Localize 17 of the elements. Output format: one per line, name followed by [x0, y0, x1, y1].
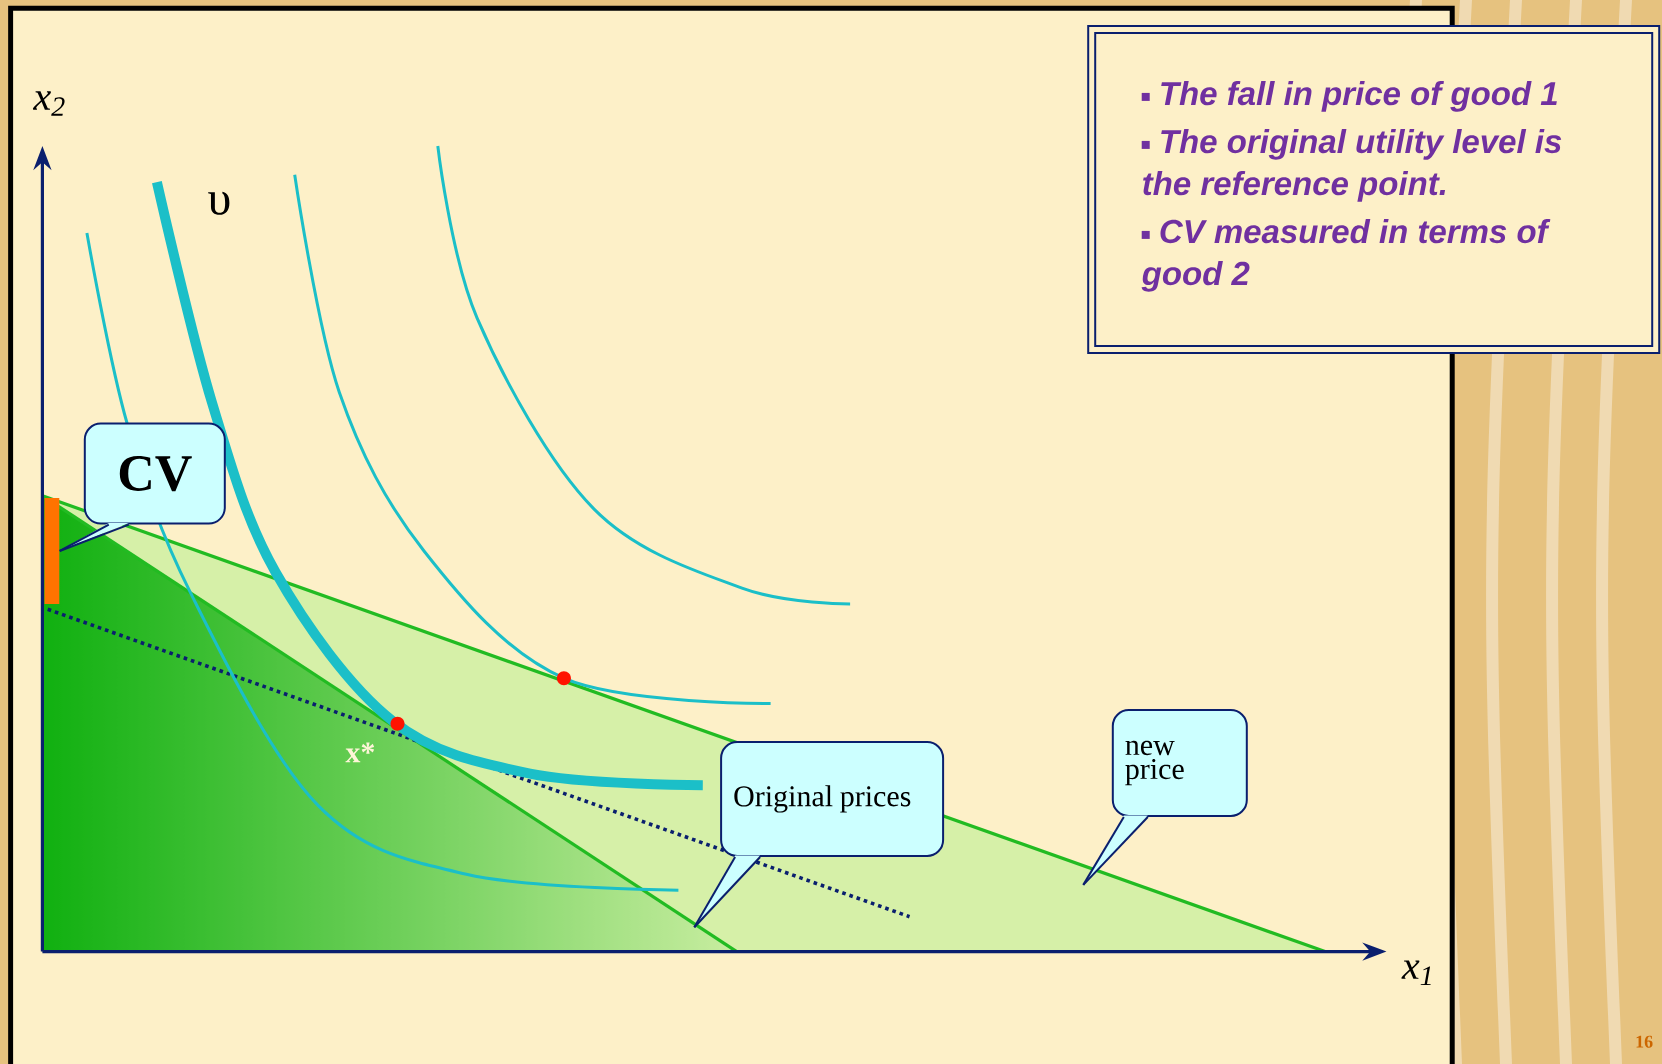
callout-box: Original prices — [720, 741, 945, 857]
leader-line — [693, 856, 737, 929]
point-label: x* — [345, 742, 375, 763]
callout-box: new price — [1111, 709, 1248, 817]
bullet-item: The original utility level is the reference point. — [1141, 129, 1562, 202]
bullet-item: CV measured in terms of good 2 — [1141, 219, 1551, 292]
curve-label: υ — [208, 191, 230, 215]
leader-line — [1082, 816, 1125, 886]
leader-line — [58, 523, 110, 552]
page-number: 16 — [1636, 1035, 1653, 1048]
callout-box: CV — [83, 422, 226, 525]
callout-box — [693, 855, 762, 929]
axis-label: x$_{1}$ — [1401, 960, 1431, 986]
callout-box — [1082, 815, 1149, 886]
axis-label: x$_{2}$ — [32, 91, 65, 116]
bullet-item: The fall in price of good 1 — [1141, 81, 1557, 112]
text-box — [1087, 24, 1661, 354]
